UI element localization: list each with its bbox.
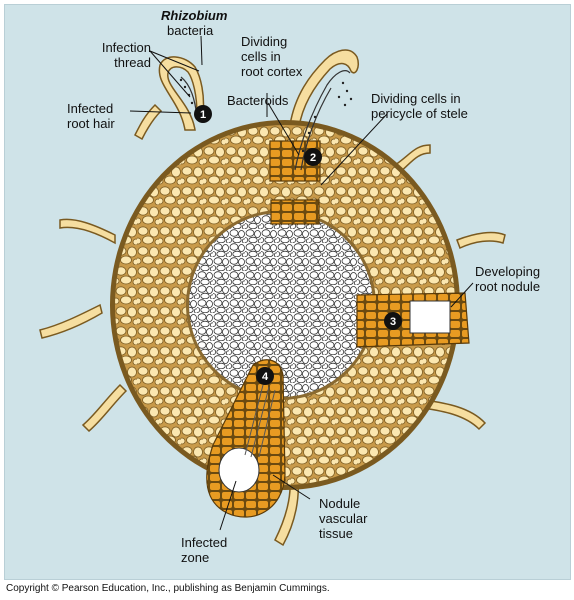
label-developing-root-nodule: Developing root nodule	[475, 264, 541, 294]
diagram-panel: 1 2 3 4 Rhizobium bacteria Infection thr…	[4, 4, 571, 580]
root-cross-section-diagram: 1 2 3 4	[39, 35, 506, 547]
root-body	[110, 120, 460, 490]
step-marker-4: 4	[256, 367, 274, 385]
developing-nodule	[356, 292, 470, 348]
leader-lines	[129, 35, 474, 531]
svg-text:1: 1	[200, 109, 206, 121]
svg-text:4: 4	[262, 371, 269, 383]
label-infection-thread: Infection thread	[101, 40, 151, 70]
step-marker-2: 2	[304, 148, 322, 166]
label-bacteria: bacteria	[167, 23, 214, 38]
svg-text:3: 3	[390, 316, 396, 328]
svg-text:2: 2	[310, 152, 316, 164]
label-dividing-cells-pericycle: Dividing cells in pericycle of stele	[371, 91, 468, 121]
infected-zone-nodule	[206, 359, 286, 518]
label-rhizobium: Rhizobium	[161, 8, 228, 23]
label-infected-zone: Infected zone	[181, 535, 228, 565]
label-dividing-cells-root-cortex: Dividing cells in root cortex	[241, 34, 303, 79]
copyright-text: Copyright © Pearson Education, Inc., pub…	[6, 583, 330, 594]
label-nodule-vascular-tissue: Nodule vascular tissue	[319, 496, 368, 541]
pericycle-dividing-cells	[270, 199, 320, 225]
bacteria-dots	[179, 78, 353, 153]
root-hairs	[39, 49, 506, 547]
step-marker-3: 3	[384, 312, 402, 330]
label-bacteroids: Bacteroids	[227, 93, 289, 108]
label-infected-root-hair: Infected root hair	[67, 101, 115, 131]
step-marker-1: 1	[194, 105, 212, 123]
